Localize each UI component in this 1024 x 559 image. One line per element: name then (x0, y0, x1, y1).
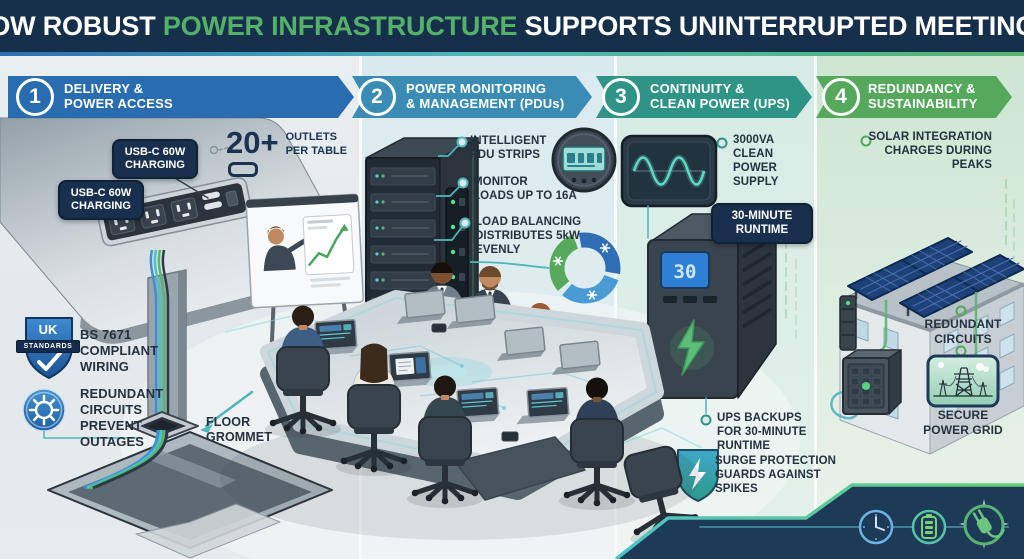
redundancy-note: REDUNDANT CIRCUITS PREVENT OUTAGES (80, 386, 164, 449)
floor-grommet-label: FLOOR GROMMET (206, 415, 272, 445)
section-1-title: DELIVERY & POWER ACCESS (64, 81, 173, 111)
wiring-note: BS 7671 COMPLIANT WIRING (80, 327, 159, 374)
title-highlight: POWER INFRASTRUCTURE (162, 10, 518, 41)
section-2-number: 2 (358, 78, 396, 116)
uk-shield-text: UK (38, 322, 58, 337)
ups-backup-note: UPS BACKUPS FOR 30-MINUTE RUNTIME (717, 412, 807, 453)
redundant-circuits-note: REDUNDANT CIRCUITS (924, 317, 1002, 346)
usb-charging-label-top: USB-C 60W CHARGING (112, 139, 198, 179)
section-4-title: REDUNDANCY & SUSTAINABILITY (868, 81, 978, 111)
usb-charging-label-side: USB-C 60W CHARGING (58, 180, 144, 220)
runtime-badge: 30-MINUTE RUNTIME (711, 203, 813, 245)
uk-shield-banner: STANDARDS (16, 340, 80, 353)
pdu-strips-note: INTELLIGENT PDU STRIPS (470, 135, 547, 162)
title-bar: HOW ROBUST POWER INFRASTRUCTURE SUPPORTS… (0, 0, 1024, 52)
monitor-loads-note: MONITOR LOADS UP TO 16A (473, 176, 577, 203)
load-balancing-note: LOAD BALANCING DISTRIBUTES 5kW EVENLY (475, 216, 582, 257)
secure-grid-note: SECURE POWER GRID (923, 408, 1003, 437)
section-3-title: CONTINUITY & CLEAN POWER (UPS) (650, 81, 790, 111)
section-1-number: 1 (16, 78, 54, 116)
section-4-number: 4 (822, 78, 860, 116)
outlets-label: OUTLETS PER TABLE (285, 131, 348, 157)
outlets-count: 20+ (226, 125, 279, 160)
usb-c-port-icon (228, 162, 258, 177)
column-divider (359, 56, 362, 559)
section-banner-2: POWER MONITORING & MANAGEMENT (PDUs) (352, 76, 592, 118)
section-banner-1: DELIVERY & POWER ACCESS (8, 76, 354, 118)
column-divider (614, 56, 617, 559)
solar-integration-note: SOLAR INTEGRATION CHARGES DURING PEAKS (868, 131, 992, 172)
section-3-number: 3 (602, 78, 640, 116)
column-divider (814, 56, 817, 559)
page-title: HOW ROBUST POWER INFRASTRUCTURE SUPPORTS… (0, 10, 1024, 41)
section-2-title: POWER MONITORING & MANAGEMENT (PDUs) (406, 81, 565, 111)
outlets-callout: 20+ OUTLETS PER TABLE (226, 127, 347, 177)
title-accent-line (0, 52, 1024, 56)
clean-power-note: 3000VA CLEAN POWER SUPPLY (733, 134, 779, 189)
surge-protection-note: SURGE PROTECTION GUARDS AGAINST SPIKES (715, 455, 837, 496)
column-monitoring (360, 56, 615, 559)
